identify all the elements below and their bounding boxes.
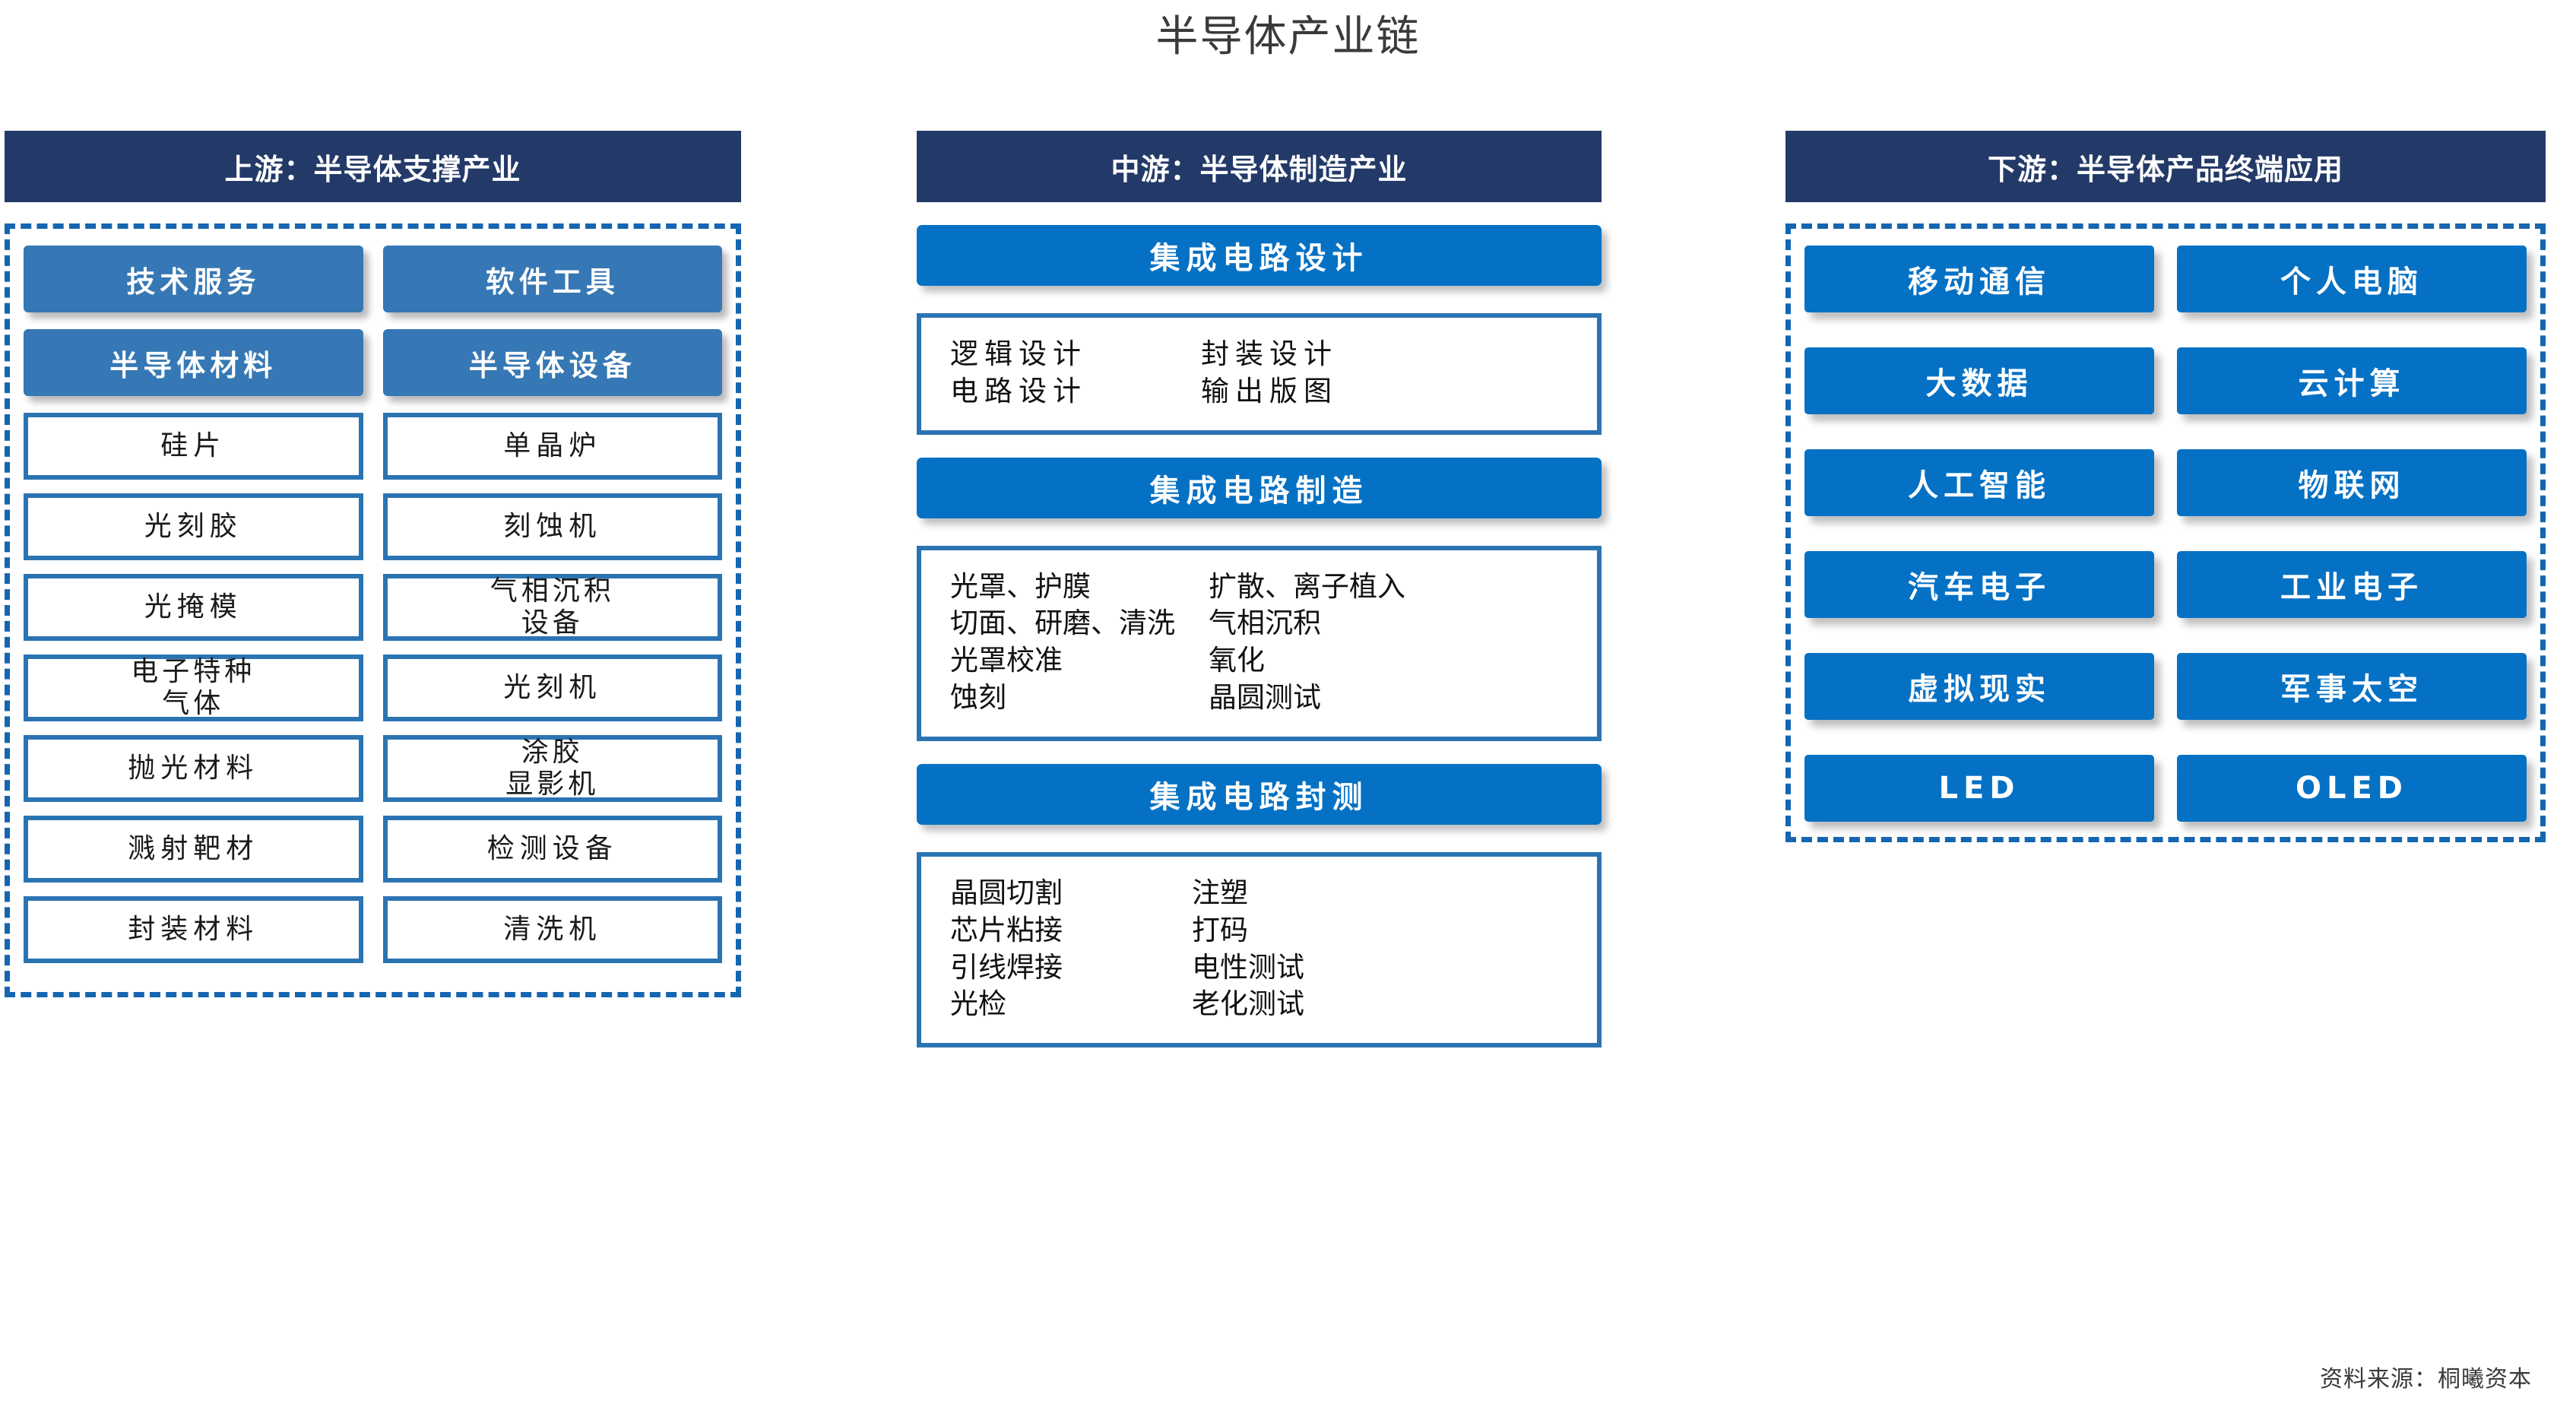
midstream-test-row: 引线焊接 电性测试 — [950, 949, 1568, 987]
upstream-right-subcolumn: 软件工具 半导体设备 单晶炉 刻蚀机 气相沉积设备 光刻机 涂胶显影机 检测设备… — [382, 246, 722, 977]
midstream-design-output-layout: 输出版图 — [1201, 374, 1338, 407]
midstream-fab-vapor-deposition: 气相沉积 — [1209, 607, 1321, 640]
midstream-test-electrical-test: 电性测试 — [1192, 950, 1304, 984]
upstream-item-silicon-wafer[interactable]: 硅片 — [24, 413, 363, 480]
upstream-dashed-container: 技术服务 半导体材料 硅片 光刻胶 光掩模 电子特种气体 抛光材料 溅射靶材 封… — [5, 223, 741, 997]
upstream-item-lithography-machine[interactable]: 光刻机 — [382, 654, 722, 721]
midstream-panel-ic-design: 逻辑设计 封装设计 电路设计 输出版图 — [917, 313, 1602, 435]
downstream-dashed-container: 移动通信 个人电脑 大数据 云计算 人工智能 物联网 汽车电子 工业电子 虚拟现… — [1785, 223, 2546, 842]
upstream-item-vapor-deposition-equipment[interactable]: 气相沉积设备 — [382, 574, 722, 641]
midstream-fab-etching: 蚀刻 — [950, 681, 1006, 715]
midstream-fab-mask-alignment: 光罩校准 — [950, 644, 1063, 677]
page-title: 半导体产业链 — [1155, 12, 1421, 62]
downstream-item-industrial-electronics[interactable]: 工业电子 — [2177, 551, 2527, 618]
midstream-test-row: 晶圆切割 注塑 — [950, 875, 1568, 912]
upstream-tile-semiconductor-materials[interactable]: 半导体材料 — [24, 329, 363, 396]
downstream-item-led[interactable]: LED — [1804, 755, 2154, 822]
upstream-item-sputtering-target[interactable]: 溅射靶材 — [24, 816, 363, 883]
downstream-header: 下游：半导体产品终端应用 — [1785, 131, 2546, 202]
midstream-test-molding: 注塑 — [1192, 876, 1248, 909]
upstream-item-polishing-material[interactable]: 抛光材料 — [24, 735, 363, 802]
upstream-tile-tech-service[interactable]: 技术服务 — [24, 246, 363, 312]
midstream-test-burn-in-test: 老化测试 — [1192, 987, 1304, 1021]
downstream-column: 下游：半导体产品终端应用 移动通信 个人电脑 大数据 云计算 人工智能 物联网 … — [1785, 131, 2546, 842]
midstream-test-wafer-dicing: 晶圆切割 — [950, 876, 1063, 909]
midstream-design-row: 电路设计 输出版图 — [950, 373, 1568, 410]
midstream-design-logic-design: 逻辑设计 — [950, 338, 1087, 370]
midstream-fab-mask-pellicle: 光罩、护膜 — [950, 569, 1091, 603]
downstream-item-artificial-intelligence[interactable]: 人工智能 — [1804, 449, 2154, 516]
midstream-fab-row: 光罩、护膜 扩散、离子植入 — [950, 569, 1568, 606]
downstream-item-mobile-communication[interactable]: 移动通信 — [1804, 246, 2154, 312]
downstream-item-personal-computer[interactable]: 个人电脑 — [2177, 246, 2527, 312]
upstream-item-electronic-specialty-gas[interactable]: 电子特种气体 — [24, 654, 363, 721]
midstream-fab-oxidation: 氧化 — [1209, 644, 1265, 677]
upstream-item-etcher[interactable]: 刻蚀机 — [382, 493, 722, 560]
midstream-panel-ic-packaging-testing: 晶圆切割 注塑 芯片粘接 打码 引线焊接 电性测试 光检 老化测试 — [917, 851, 1602, 1048]
upstream-item-photoresist[interactable]: 光刻胶 — [24, 493, 363, 560]
midstream-header: 中游：半导体制造产业 — [917, 131, 1602, 202]
midstream-column: 中游：半导体制造产业 集成电路设计 逻辑设计 封装设计 电路设计 输出版图 集成… — [917, 131, 1602, 1070]
midstream-fab-row: 蚀刻 晶圆测试 — [950, 680, 1568, 717]
midstream-stack: 集成电路设计 逻辑设计 封装设计 电路设计 输出版图 集成电路制造 — [917, 225, 1602, 1048]
downstream-item-cloud-computing[interactable]: 云计算 — [2177, 347, 2527, 414]
upstream-item-photomask[interactable]: 光掩模 — [24, 574, 363, 641]
upstream-left-subcolumn: 技术服务 半导体材料 硅片 光刻胶 光掩模 电子特种气体 抛光材料 溅射靶材 封… — [24, 246, 363, 977]
industry-chain-columns: 上游：半导体支撑产业 技术服务 半导体材料 硅片 光刻胶 光掩模 电子特种气体 … — [0, 131, 2576, 1362]
midstream-test-marking: 打码 — [1192, 913, 1248, 946]
midstream-band-ic-packaging-testing[interactable]: 集成电路封测 — [917, 763, 1602, 825]
upstream-header: 上游：半导体支撑产业 — [5, 131, 741, 202]
downstream-item-oled[interactable]: OLED — [2177, 755, 2527, 822]
midstream-fab-row: 光罩校准 氧化 — [950, 642, 1568, 680]
source-note: 资料来源：桐曦资本 — [2320, 1366, 2532, 1393]
upstream-item-cleaning-machine[interactable]: 清洗机 — [382, 896, 722, 963]
midstream-design-row: 逻辑设计 封装设计 — [950, 336, 1568, 373]
midstream-fab-slicing-grinding-cleaning: 切面、研磨、清洗 — [950, 607, 1175, 640]
midstream-test-row: 芯片粘接 打码 — [950, 912, 1568, 949]
upstream-tile-semiconductor-equipment[interactable]: 半导体设备 — [382, 329, 722, 396]
midstream-test-row: 光检 老化测试 — [950, 986, 1568, 1023]
midstream-test-optical-inspection: 光检 — [950, 987, 1006, 1021]
downstream-item-internet-of-things[interactable]: 物联网 — [2177, 449, 2527, 516]
upstream-item-crystal-furnace[interactable]: 单晶炉 — [382, 413, 722, 480]
downstream-item-big-data[interactable]: 大数据 — [1804, 347, 2154, 414]
midstream-fab-diffusion-ion-implant: 扩散、离子植入 — [1209, 569, 1405, 603]
upstream-column: 上游：半导体支撑产业 技术服务 半导体材料 硅片 光刻胶 光掩模 电子特种气体 … — [5, 131, 741, 997]
downstream-item-military-aerospace[interactable]: 军事太空 — [2177, 653, 2527, 720]
midstream-test-wire-bonding: 引线焊接 — [950, 950, 1063, 984]
midstream-fab-row: 切面、研磨、清洗 气相沉积 — [950, 605, 1568, 642]
midstream-design-circuit-design: 电路设计 — [950, 374, 1087, 407]
midstream-test-die-bonding: 芯片粘接 — [950, 913, 1063, 946]
downstream-item-virtual-reality[interactable]: 虚拟现实 — [1804, 653, 2154, 720]
upstream-item-coater-developer[interactable]: 涂胶显影机 — [382, 735, 722, 802]
midstream-band-ic-design[interactable]: 集成电路设计 — [917, 225, 1602, 286]
midstream-design-package-design: 封装设计 — [1201, 338, 1338, 370]
midstream-panel-ic-manufacturing: 光罩、护膜 扩散、离子植入 切面、研磨、清洗 气相沉积 光罩校准 氧化 蚀刻 晶… — [917, 545, 1602, 741]
upstream-item-packaging-material[interactable]: 封装材料 — [24, 896, 363, 963]
midstream-fab-wafer-test: 晶圆测试 — [1209, 681, 1321, 715]
downstream-grid: 移动通信 个人电脑 大数据 云计算 人工智能 物联网 汽车电子 工业电子 虚拟现… — [1804, 246, 2527, 822]
upstream-tile-software-tools[interactable]: 软件工具 — [382, 246, 722, 312]
midstream-band-ic-manufacturing[interactable]: 集成电路制造 — [917, 457, 1602, 518]
downstream-item-automotive-electronics[interactable]: 汽车电子 — [1804, 551, 2154, 618]
upstream-item-inspection-equipment[interactable]: 检测设备 — [382, 816, 722, 883]
upstream-grid: 技术服务 半导体材料 硅片 光刻胶 光掩模 电子特种气体 抛光材料 溅射靶材 封… — [24, 246, 722, 977]
